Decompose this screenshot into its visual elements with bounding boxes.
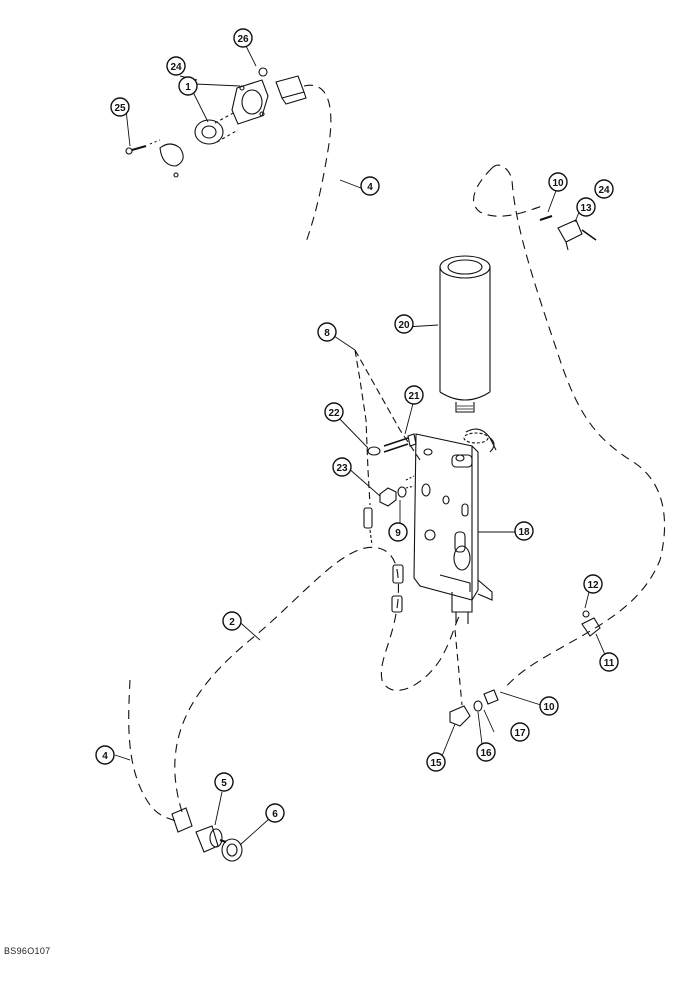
svg-text:13: 13	[580, 203, 592, 214]
callout-22: 22	[324, 402, 344, 422]
svg-text:10: 10	[543, 702, 555, 713]
svg-text:18: 18	[518, 527, 530, 538]
callout-11: 11	[599, 652, 619, 672]
callout-2: 2	[222, 611, 242, 631]
svg-text:16: 16	[480, 748, 492, 759]
callout-10a: 10	[548, 172, 568, 192]
svg-text:20: 20	[398, 320, 410, 331]
harness-4-lower	[128, 679, 179, 823]
svg-text:4: 4	[367, 182, 373, 193]
svg-text:22: 22	[328, 408, 340, 419]
filter-canister	[439, 255, 491, 413]
callout-4a: 4	[360, 176, 380, 196]
callout-6: 6	[265, 803, 285, 823]
callouts: 1 2 4 4 5 6 8 9 10 10 11 12 13 15 16 17 …	[95, 28, 619, 823]
callout-17: 17	[510, 722, 530, 742]
svg-text:24: 24	[170, 62, 182, 73]
callout-20: 20	[394, 314, 414, 334]
svg-text:21: 21	[408, 391, 420, 402]
pressure-sender	[171, 807, 243, 862]
callout-10b: 10	[539, 696, 559, 716]
callout-21: 21	[404, 385, 424, 405]
harness-4-upper	[303, 84, 332, 246]
svg-text:12: 12	[587, 580, 599, 591]
svg-text:17: 17	[514, 728, 526, 739]
callout-5: 5	[214, 772, 234, 792]
svg-text:9: 9	[395, 528, 401, 539]
svg-text:1: 1	[185, 82, 191, 93]
svg-text:10: 10	[552, 178, 564, 189]
mounting-bracket-plate	[413, 428, 497, 624]
figure-id: BS96O107	[4, 946, 51, 956]
svg-text:11: 11	[604, 658, 615, 669]
callout-4b: 4	[95, 745, 115, 765]
fitting-13	[539, 215, 597, 251]
svg-text:15: 15	[430, 758, 442, 769]
harness-8	[354, 349, 421, 506]
callout-12: 12	[583, 574, 603, 594]
svg-text:23: 23	[336, 463, 348, 474]
svg-text:26: 26	[237, 34, 249, 45]
callout-16: 16	[476, 742, 496, 762]
callout-13: 13	[576, 197, 596, 217]
callout-23: 23	[332, 457, 352, 477]
svg-text:4: 4	[102, 751, 108, 762]
sender-flange-assembly	[125, 67, 307, 178]
callout-18: 18	[514, 521, 534, 541]
svg-text:6: 6	[272, 809, 278, 820]
harness-2	[174, 546, 461, 813]
leader-lines	[114, 41, 607, 846]
callout-25: 25	[110, 97, 130, 117]
callout-15: 15	[426, 752, 446, 772]
svg-text:25: 25	[114, 103, 126, 114]
callout-9: 9	[388, 522, 408, 542]
callout-24b: 24	[594, 179, 614, 199]
callout-8: 8	[317, 322, 337, 342]
svg-text:5: 5	[221, 778, 227, 789]
callout-26: 26	[233, 28, 253, 48]
svg-text:24: 24	[598, 185, 610, 196]
hose-route	[473, 164, 666, 689]
callout-24a: 24	[166, 56, 186, 76]
svg-text:8: 8	[324, 328, 330, 339]
callout-1: 1	[178, 76, 198, 96]
svg-text:2: 2	[229, 617, 235, 628]
